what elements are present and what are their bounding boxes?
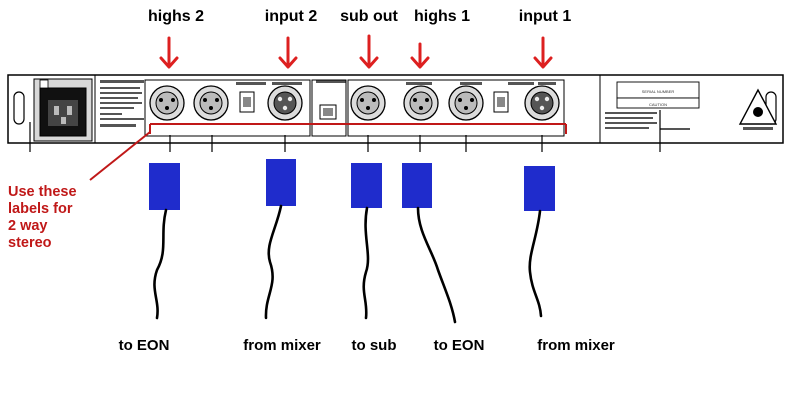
caution-text: CAUTION: [649, 102, 667, 107]
note-pointer-line: [89, 131, 151, 181]
label-highs-2: highs 2: [147, 8, 205, 25]
arrow-sub-out: [359, 34, 379, 69]
stereo-note-line: Use these: [8, 184, 77, 200]
plug-input-1: [524, 166, 555, 211]
dest-label-from-mixer-1: from mixer: [537, 337, 615, 354]
panel-printed-text: [100, 80, 690, 130]
xlr-connector-input-1: [524, 85, 560, 121]
arrow-input-2: [278, 36, 298, 69]
stereo-note-line: 2 way: [8, 218, 48, 234]
cable-highs-1: [416, 206, 457, 324]
xlr-connector-input-2: [267, 85, 303, 121]
switch-mode-1: [493, 91, 509, 113]
plug-input-2: [266, 159, 296, 206]
xlr-connector-highs-1: [403, 85, 439, 121]
cable-input-2: [264, 204, 283, 320]
section-box-left: [144, 79, 311, 137]
xlr-connector-sub-out: [350, 85, 386, 121]
plug-sub-out: [351, 163, 382, 208]
caution-box: [616, 97, 700, 109]
cable-sub-out: [362, 206, 370, 320]
stereo-note-line: labels for: [8, 201, 73, 217]
plug-highs-1: [402, 163, 432, 208]
xlr-connector-lows-1: [448, 85, 484, 121]
arrow-highs-2: [159, 36, 179, 69]
plug-leader-lines: [29, 110, 661, 152]
plug-highs-2: [149, 163, 180, 210]
cable-input-1: [528, 209, 543, 318]
red-arrows: [159, 34, 553, 69]
power-inlet: [33, 78, 93, 142]
cable-highs-2: [153, 208, 168, 320]
brand-logo: [738, 88, 778, 130]
stereo-note: Use these labels for 2 way stereo: [8, 184, 103, 252]
label-input-1: input 1: [518, 8, 572, 25]
arrow-highs-1: [410, 42, 430, 69]
dest-label-to-eon-2: to EON: [118, 337, 170, 354]
label-input-2: input 2: [264, 8, 318, 25]
switch-mode-2: [239, 91, 255, 113]
dest-label-from-mixer-2: from mixer: [243, 337, 321, 354]
dest-label-to-sub: to sub: [351, 337, 397, 354]
label-sub-out: sub out: [340, 8, 398, 25]
section-box-right: [347, 79, 565, 137]
xlr-connector-highs-2: [149, 85, 185, 121]
dest-label-to-eon-1: to EON: [433, 337, 485, 354]
mounting-hole-left: [13, 91, 25, 125]
stereo-note-line: stereo: [8, 235, 52, 251]
switch-sub: [319, 104, 337, 120]
xlr-connector-lows-2: [193, 85, 229, 121]
serial-number-text: SERIAL NUMBER: [642, 89, 675, 94]
arrow-input-1: [533, 36, 553, 69]
section-box-sub: [311, 79, 347, 137]
label-highs-1: highs 1: [413, 8, 471, 25]
cables: [153, 204, 543, 324]
